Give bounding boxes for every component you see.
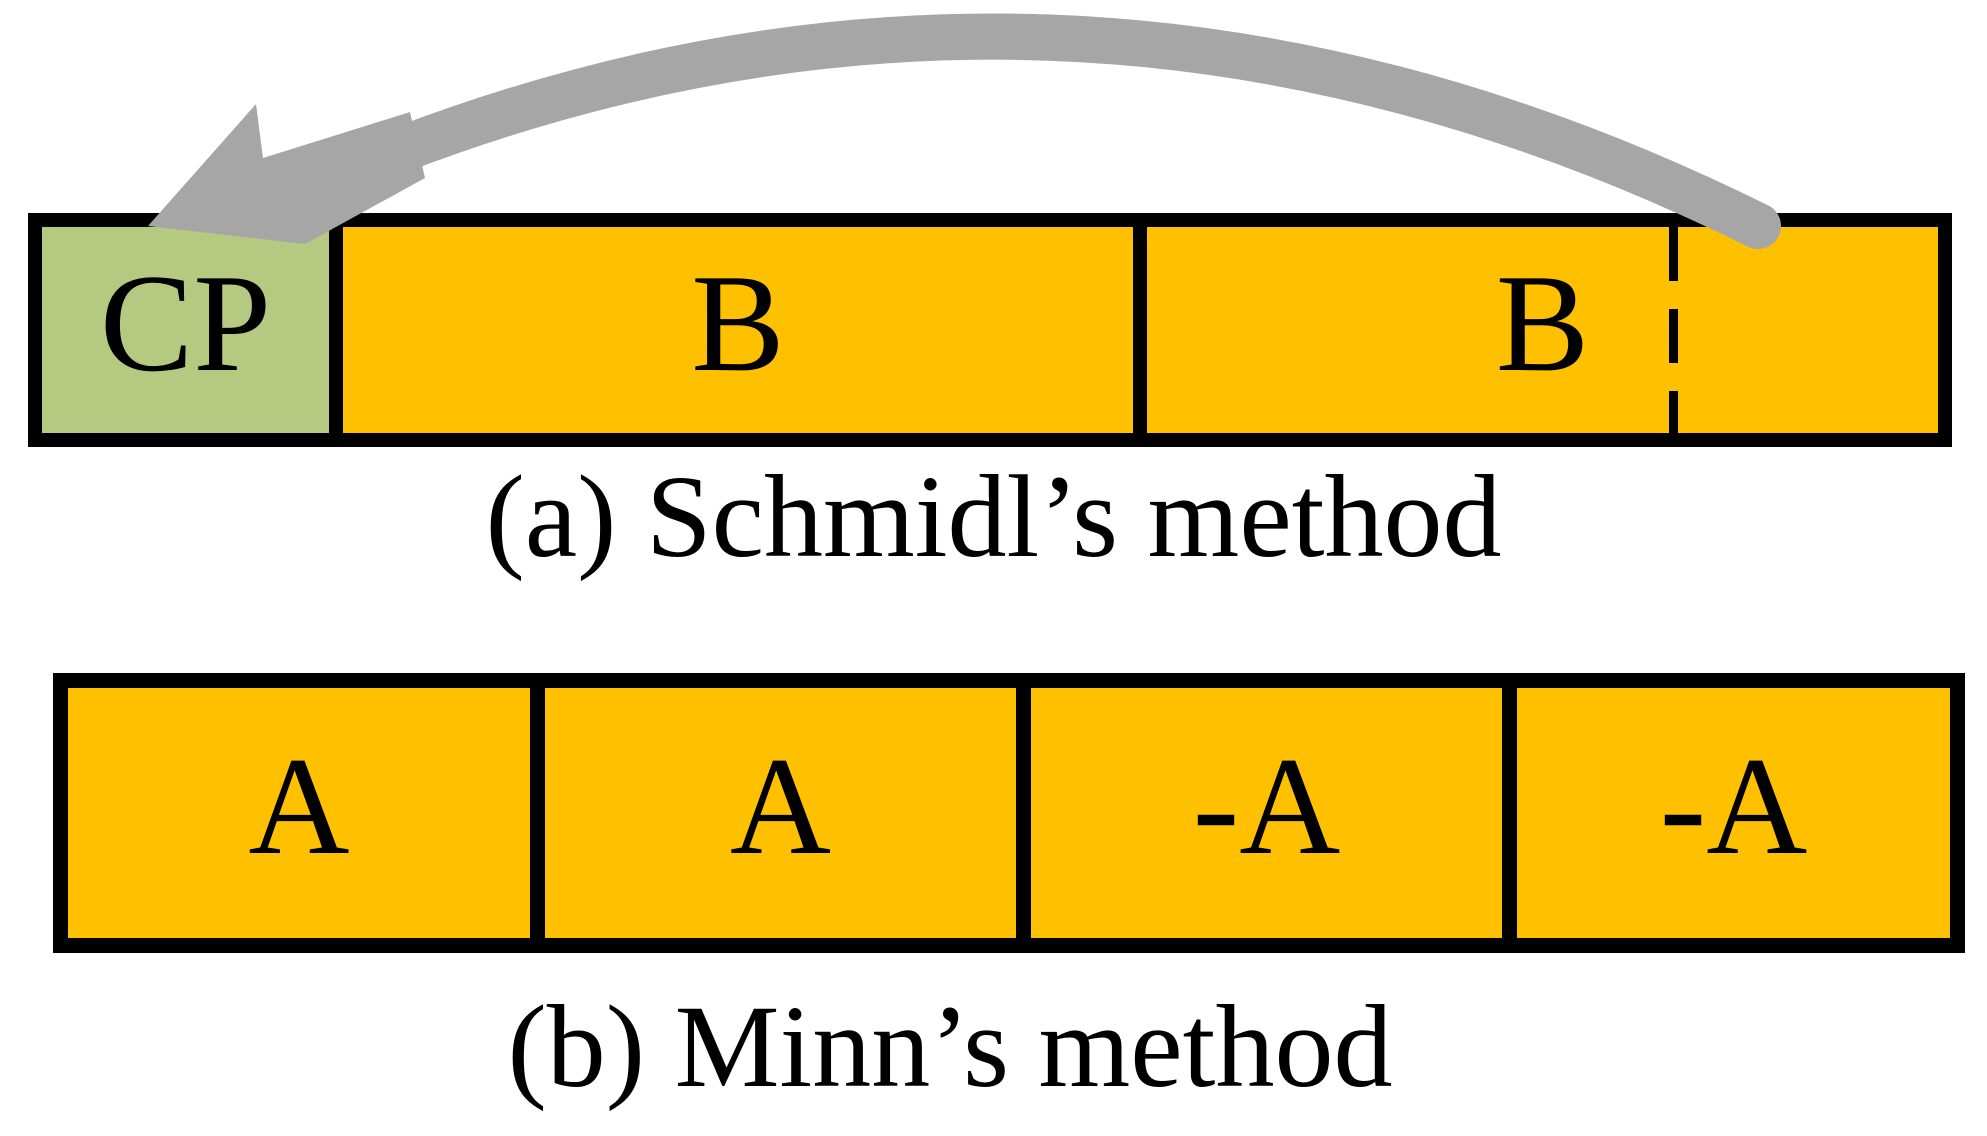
dashed-boundary [1669, 227, 1678, 433]
minn-block-1-label: A [248, 729, 350, 884]
schmidl-caption: (a) Schmidl’s method [485, 451, 1502, 582]
minn-block-2: A [545, 688, 1031, 938]
minn-block-4: -A [1517, 688, 1950, 938]
cp-block: CP [42, 227, 343, 433]
arrow-shaft [377, 13, 1781, 249]
b-first-label: B [691, 246, 785, 401]
minn-bar: A A -A -A [53, 673, 1965, 953]
minn-block-2-label: A [729, 729, 832, 884]
b-block-first: B [343, 227, 1147, 433]
minn-block-3-label: -A [1192, 729, 1341, 884]
minn-block-3: -A [1031, 688, 1517, 938]
minn-caption: (b) Minn’s method [507, 981, 1393, 1112]
schmidl-bar: CP B B [28, 213, 1952, 447]
b-block-second: B [1147, 227, 1938, 433]
minn-block-4-label: -A [1659, 729, 1808, 884]
minn-block-1: A [68, 688, 545, 938]
cp-label: CP [99, 246, 272, 401]
b-second-label: B [1495, 246, 1590, 401]
